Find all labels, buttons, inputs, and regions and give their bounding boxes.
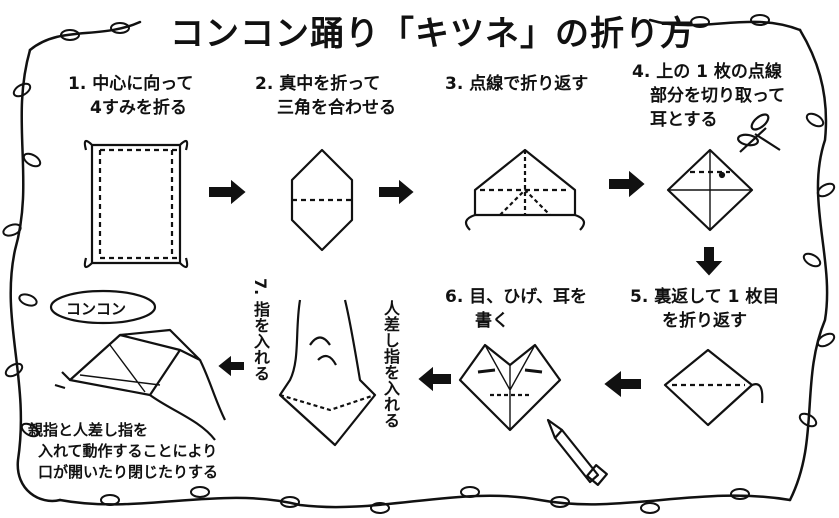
vine-border-bottom [58,494,792,509]
step4-diagram [666,148,754,232]
arrow-left-3 [218,355,244,377]
step6-label: 6. 目、ひげ、耳を 書く [445,287,588,331]
step7-diagram [278,299,377,447]
final-diagram [54,328,226,441]
step3-diagram [464,148,586,231]
pencil-icon [546,418,608,486]
step2-label: 2. 真中を折って 三角を合わせる [255,74,396,118]
vine-border-right [788,28,829,502]
step5-diagram [663,348,764,427]
step4-label: 4. 上の 1 枚の点線 部分を切り取って 耳とする [632,62,786,130]
speech-bubble [49,289,157,325]
step6-diagram [458,343,562,432]
speech-bubble-text: コンコン [66,300,127,318]
step7-label: 7. 指を入れる [251,278,270,381]
arrow-right-2 [379,179,414,205]
arrow-left-1 [604,370,641,398]
arrow-left-2 [418,366,451,392]
step1-label: 1. 中心に向って 4すみを折る [68,74,194,118]
vine-border-top-left [28,20,142,52]
final-note: 親指と人差し指を 入れて動作することにより 口が開いたり閉じたりする [28,421,219,481]
step3-label: 3. 点線で折り返す [445,74,589,94]
arrow-right-1 [209,179,246,205]
step1-diagram [83,139,189,269]
arrow-right-3 [609,170,645,198]
step2-diagram [290,148,354,252]
index-finger-label: 人差し指を入れる [381,300,400,428]
scissors-icon [737,113,781,153]
page-title: コンコン踊り「キツネ」の折り方 [170,14,695,54]
vine-border-top-right [648,18,802,32]
arrow-down [695,247,723,276]
vine-border-left [9,48,62,503]
step5-label: 5. 裏返して 1 枚目 を折り返す [630,287,780,331]
